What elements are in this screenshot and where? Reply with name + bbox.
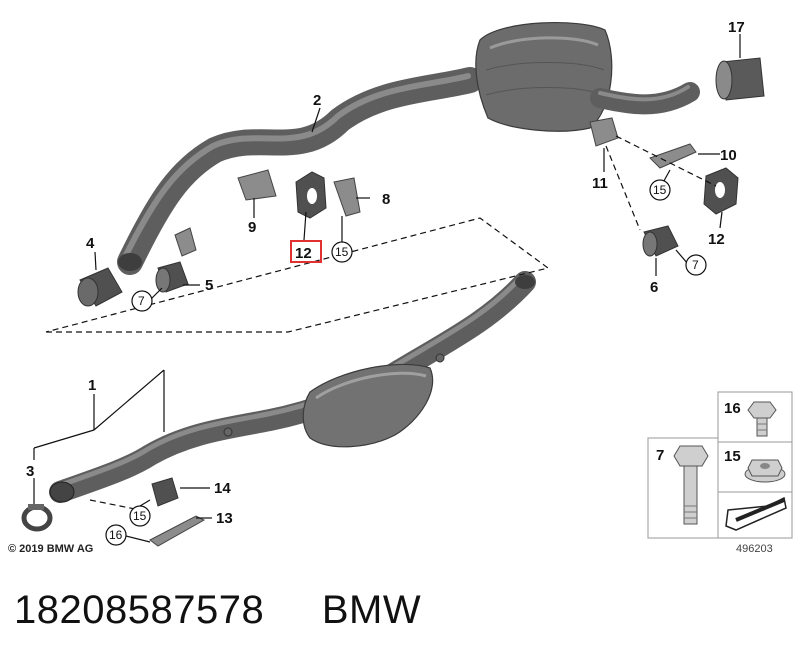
callout-14: 14: [214, 480, 231, 497]
callout-12-highlighted[interactable]: 12: [295, 245, 312, 262]
callout-4: 4: [86, 235, 95, 252]
front-pipe-catalyst: [49, 271, 536, 503]
circled-16-front: 16: [109, 528, 123, 542]
circled-15-upper: 15: [335, 245, 349, 259]
pipe-clamp: [77, 267, 123, 307]
circled-references: 7 15 15 7 15 16: [105, 179, 707, 546]
callout-11: 11: [592, 175, 608, 192]
legend-16: 16: [724, 400, 741, 417]
silencer-bracket: [589, 117, 619, 147]
callout-2: 2: [313, 92, 321, 109]
short-bolt-icon: [747, 401, 777, 437]
circled-7-rear: 7: [692, 258, 699, 272]
front-rubber-mount: [151, 477, 179, 507]
rubber-mount: [155, 261, 189, 293]
tailpipe-trim: [715, 57, 765, 101]
callout-1: 1: [88, 377, 96, 394]
legend-7: 7: [656, 447, 664, 464]
image-id: 496203: [736, 543, 773, 555]
callout-8: 8: [382, 191, 390, 208]
callout-9: 9: [248, 219, 256, 236]
callout-12-rear: 12: [708, 231, 725, 248]
hanger-holder: [333, 177, 361, 217]
rear-silencer-pipe: [117, 21, 700, 275]
callout-6: 6: [650, 279, 658, 296]
circled-15-rear: 15: [653, 183, 667, 197]
footer-caption: 18208587578 BMW: [14, 588, 421, 633]
direction-arrow-icon: [725, 496, 787, 531]
callout-13: 13: [216, 510, 233, 527]
callout-10: 10: [720, 147, 737, 164]
callout-5: 5: [205, 277, 213, 294]
callout-3: 3: [26, 463, 34, 480]
callout-numbers: 2 4 5 9 8 17 10 11 12 6 1 3 14 13: [26, 19, 745, 527]
highlight-box: [290, 240, 322, 263]
copyright-notice: © 2019 BMW AG: [8, 543, 94, 555]
callout-17: 17: [728, 19, 745, 36]
circled-15-front: 15: [133, 509, 147, 523]
legend-15: 15: [724, 448, 741, 465]
circled-7-left: 7: [138, 294, 145, 308]
hardware-legend: 16 7 15: [647, 391, 793, 539]
flange-nut-icon: [744, 459, 786, 483]
bracket-arm: [649, 143, 697, 169]
long-bolt-icon: [673, 445, 709, 525]
leader-lines: [33, 34, 741, 543]
exhaust-system-diagram: 2 4 5 9 8 17 10 11 12 6 1 3 14 13 12 7 1…: [21, 19, 793, 547]
brand-name: BMW: [321, 588, 422, 632]
front-bracket-strap: [149, 515, 206, 547]
hanger-bracket: [237, 169, 277, 201]
part-number: 18208587578: [14, 588, 265, 632]
exhaust-clamp: [21, 504, 53, 532]
pipe-bracket: [174, 227, 197, 257]
